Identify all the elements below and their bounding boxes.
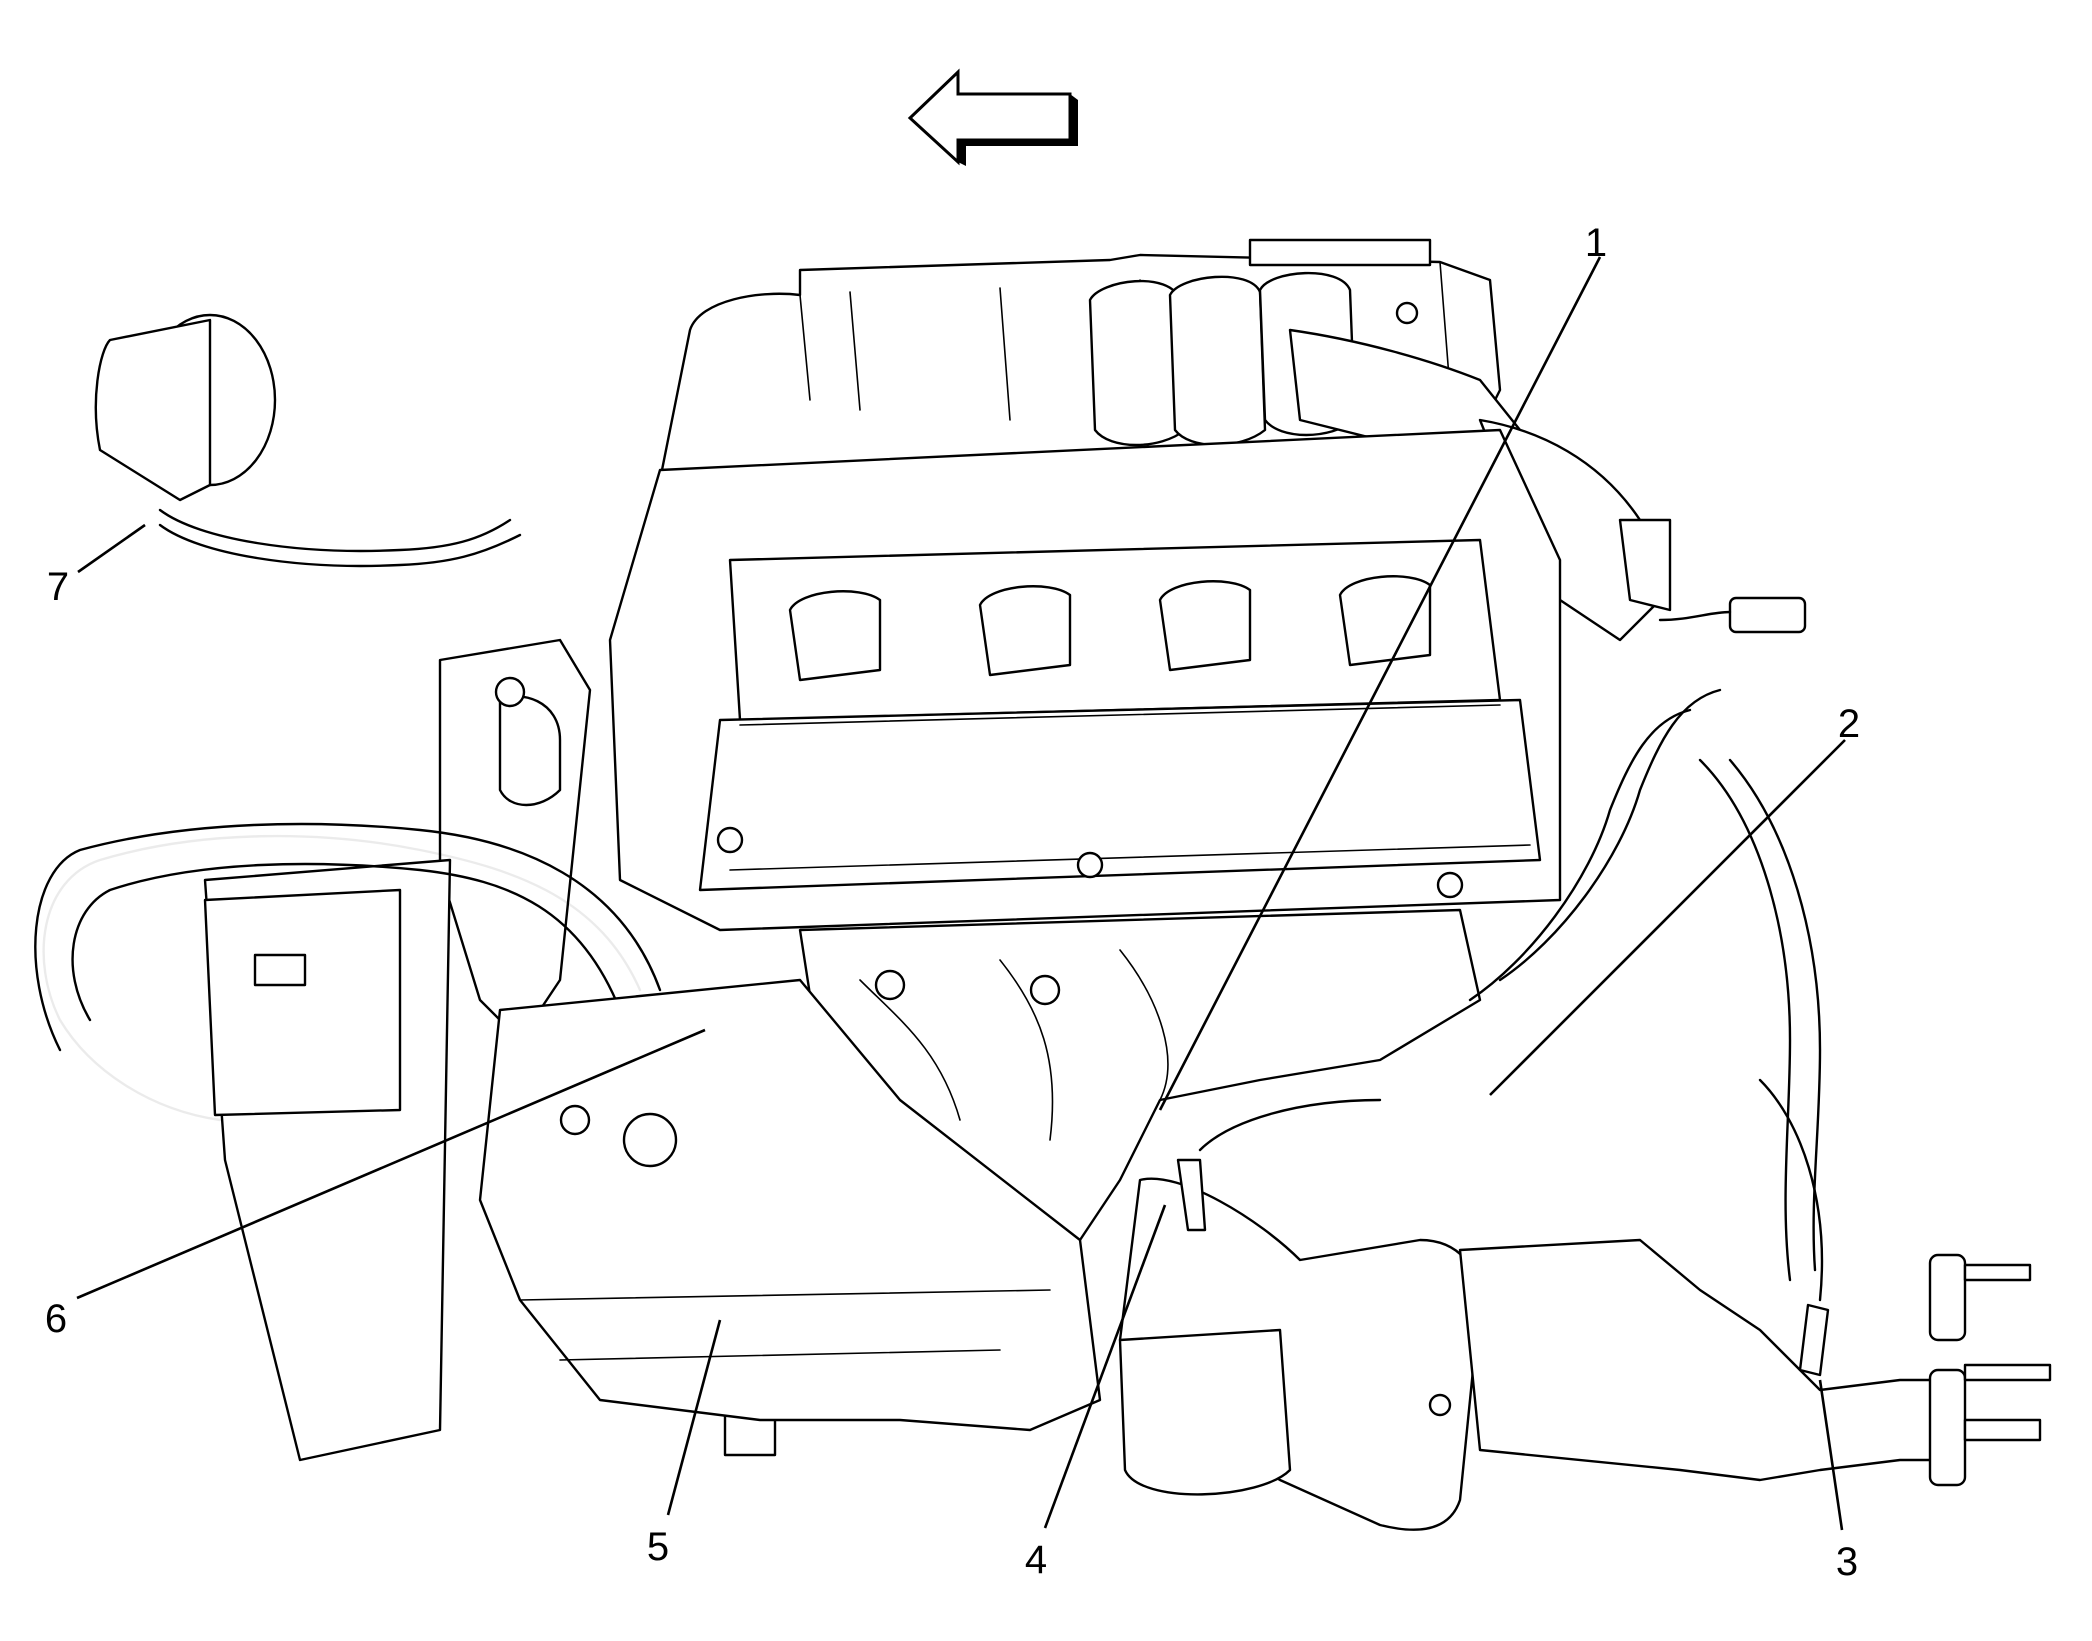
leader-line-4	[1043, 1204, 1167, 1529]
catalytic-converter	[1118, 1177, 2052, 1531]
leader-line-3	[1818, 1379, 1844, 1531]
left-arrow-icon	[907, 68, 1078, 166]
callout-2: 2	[1838, 702, 1860, 746]
engine-block	[478, 978, 1102, 1432]
leader-line-1	[1158, 256, 1602, 1111]
callout-7: 7	[47, 565, 69, 609]
leader-line-7	[77, 523, 146, 574]
callout-labels: 1 2 3 4 5 6 7	[45, 221, 1860, 1584]
oxygen-sensors	[1176, 1078, 1830, 1377]
callout-leader-lines	[76, 256, 1846, 1531]
callout-6: 6	[45, 1297, 67, 1341]
ignition-coils	[716, 575, 1464, 899]
callout-1: 1	[1585, 221, 1607, 265]
callout-4: 4	[1025, 1538, 1047, 1582]
engine-illustration	[34, 238, 2052, 1531]
leader-line-6	[76, 1028, 706, 1300]
callout-5: 5	[647, 1525, 669, 1569]
leader-line-5	[666, 1319, 722, 1516]
callout-3: 3	[1836, 1540, 1858, 1584]
oil-filter	[1118, 1328, 1292, 1496]
wiring-harness	[34, 688, 1822, 1282]
engine-mount-bracket	[203, 638, 592, 1462]
leader-line-2	[1489, 739, 1846, 1096]
valve-cover	[608, 428, 1562, 932]
component-7-housing	[94, 313, 522, 568]
